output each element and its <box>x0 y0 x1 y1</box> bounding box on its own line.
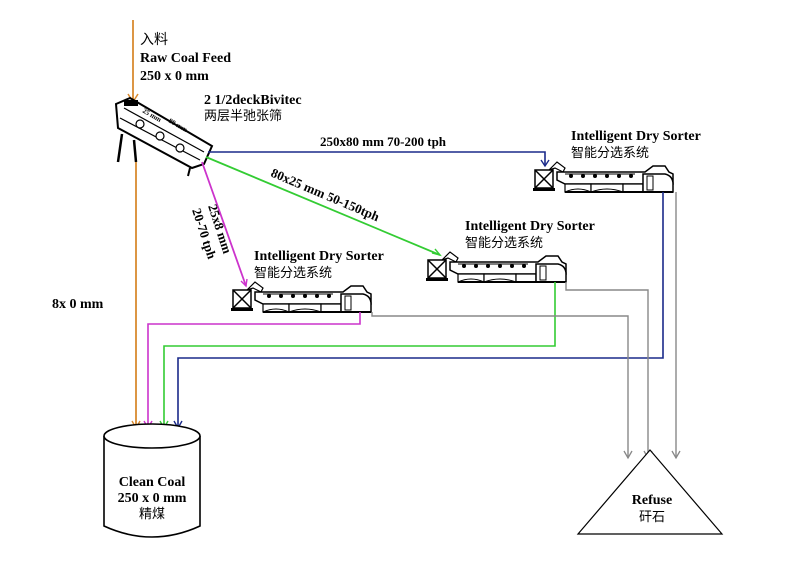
refuse-lines <box>371 192 681 460</box>
sorter-1-machine <box>532 161 674 193</box>
refuse-title: Refuse <box>632 493 672 508</box>
raw-coal-feed-line <box>127 20 139 104</box>
clean-coal-zh: 精煤 <box>139 507 165 522</box>
fine-stream-line <box>201 161 248 288</box>
sorter-3-name-zh: 智能分选系统 <box>254 266 332 281</box>
refuse-pile <box>576 449 724 535</box>
sorter-2-name-zh: 智能分选系统 <box>465 236 543 251</box>
refuse-zh: 矸石 <box>639 510 665 525</box>
screen-name-zh: 两层半弛张筛 <box>204 109 282 124</box>
feed-title: Raw Coal Feed <box>140 51 231 66</box>
clean-coal-product-lines <box>143 192 664 430</box>
feed-size: 250 x 0 mm <box>140 69 209 84</box>
sorter-2-machine <box>425 251 567 283</box>
clean-coal-title: Clean Coal <box>119 475 186 490</box>
sorter-1-name: Intelligent Dry Sorter <box>571 129 701 144</box>
screen-name: 2 1/2deckBivitec <box>204 93 302 108</box>
sorter-1-name-zh: 智能分选系统 <box>571 146 649 161</box>
sorter-3-name: Intelligent Dry Sorter <box>254 249 384 264</box>
coarse-stream-line <box>208 151 550 168</box>
sorter-2-name: Intelligent Dry Sorter <box>465 219 595 234</box>
bivitec-screen: 25 mm 80 mm <box>114 96 214 177</box>
clean-coal-size: 250 x 0 mm <box>118 491 187 506</box>
feed-label-zh: 入料 <box>140 32 168 48</box>
undersize-label: 8x 0 mm <box>52 297 104 312</box>
undersize-line <box>131 162 141 430</box>
clean-coal-bin <box>103 423 201 538</box>
medium-stream-line <box>205 156 442 257</box>
coarse-stream-label: 250x80 mm 70-200 tph <box>320 134 447 149</box>
medium-stream-label: 80x25 mm 50-150tph <box>269 165 383 225</box>
sorter-3-machine <box>230 281 372 313</box>
